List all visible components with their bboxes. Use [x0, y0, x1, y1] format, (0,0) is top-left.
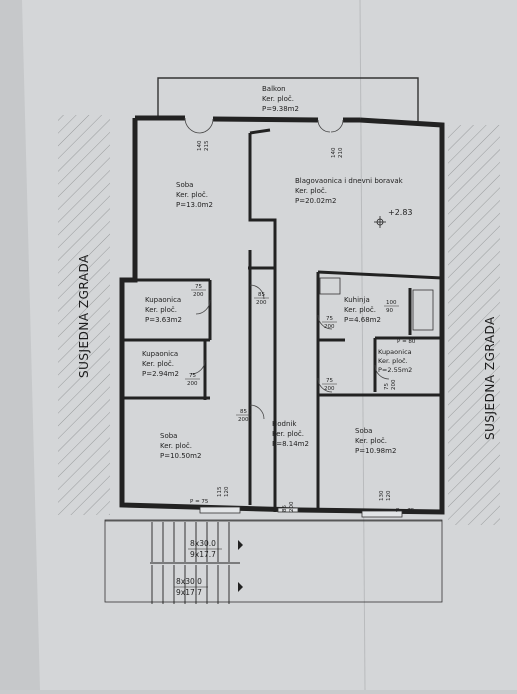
room-area: P=8.14m2	[272, 440, 309, 448]
room-floor: Ker. ploč.	[295, 187, 327, 195]
stair-steps-label: 8x30.0	[176, 577, 202, 586]
room-floor: Ker. ploč.	[262, 95, 294, 103]
door-dim: 200	[238, 417, 249, 423]
stair-labels: 8x30.0 9x17.7 8x30.0 9x17.7	[174, 539, 222, 597]
stair-arrows	[238, 540, 243, 592]
door-dim: 200	[187, 381, 198, 387]
room-name: Soba	[176, 181, 193, 189]
room-area: P=10.98m2	[355, 447, 396, 455]
room-floor: Ker. ploč.	[272, 430, 304, 438]
door-dim: 200	[324, 324, 335, 330]
door-dim: 140	[331, 147, 337, 158]
stair-steps-label: 8x30.0	[190, 539, 216, 548]
door-dim: 75	[195, 284, 202, 290]
door-dim: 130	[379, 490, 385, 501]
room-labels: Balkon Ker. ploč. P=9.38m2 Soba Ker. plo…	[142, 85, 412, 460]
room-area: P=2.94m2	[142, 370, 179, 378]
door-dim: 210	[338, 147, 344, 158]
room-floor: Ker. ploč.	[160, 442, 192, 450]
room-area: P=10.50m2	[160, 452, 201, 460]
door-dim: 200	[193, 292, 204, 298]
door-dim: 85	[240, 409, 247, 415]
room-floor: Ker. ploč.	[378, 357, 408, 365]
neighbor-hatch-right	[448, 125, 500, 525]
neighbor-hatch-left	[58, 115, 110, 515]
door-dim: 75	[326, 378, 333, 384]
door-dim: 85	[282, 505, 288, 512]
room-name: Blagovaonica i dnevni boravak	[295, 177, 404, 185]
room-area: P=9.38m2	[262, 105, 299, 113]
room-name: Kupaonica	[378, 348, 412, 356]
door-dim: 75	[189, 373, 196, 379]
door-dim: 215	[204, 140, 210, 151]
door-dim: 115	[217, 486, 223, 497]
neighbor-label-left: SUSJEDNA ZGRADA	[77, 254, 91, 378]
door-dim: 75	[326, 316, 333, 322]
door-dim: 200	[256, 300, 267, 306]
room-name: Kupaonica	[142, 350, 178, 358]
windows	[199, 506, 403, 518]
room-name: Balkon	[262, 85, 286, 93]
room-area: P=4.68m2	[344, 316, 381, 324]
stair-steps	[150, 522, 240, 604]
room-name: Soba	[160, 432, 177, 440]
door-dim: 200	[324, 386, 335, 392]
interior-walls	[122, 128, 443, 512]
elevation-label: +2.83	[388, 208, 413, 217]
paper-fold	[359, 0, 366, 691]
room-name: Soba	[355, 427, 372, 435]
room-area: P=20.02m2	[295, 197, 336, 205]
elevation-marker	[374, 216, 386, 228]
door-dim: 120	[224, 486, 230, 497]
balcony-outline	[157, 77, 419, 123]
door-dim: 85	[258, 292, 265, 298]
room-floor: Ker. ploč.	[355, 437, 387, 445]
door-dim: 75	[384, 383, 390, 390]
parapet-label: P = 75	[396, 508, 415, 514]
neighbor-label-right: SUSJEDNA ZGRADA	[483, 316, 497, 440]
door-dim: 140	[197, 140, 203, 151]
paper-sheet	[22, 0, 517, 690]
room-area: P=13.0m2	[176, 201, 213, 209]
parapet-label: P = 75	[190, 499, 209, 505]
door-swings	[184, 117, 390, 420]
room-area: P=2.55m2	[378, 366, 412, 374]
room-floor: Ker. ploč.	[344, 306, 376, 314]
staircase	[104, 519, 443, 603]
room-name: Kuhinja	[344, 296, 370, 304]
stair-rise-label: 9x17.7	[176, 588, 202, 597]
room-name: Kupaonica	[145, 296, 181, 304]
door-dim: 200	[391, 379, 397, 390]
door-dim: 120	[386, 490, 392, 501]
room-area: P=3.63m2	[145, 316, 182, 324]
stair-rise-label: 9x17.7	[190, 550, 216, 559]
door-dimensions: 140 215 140 210 75 200 85 200 75 200 85 …	[185, 140, 416, 514]
parapet-label: P = 80	[397, 339, 416, 345]
door-dim: 90	[386, 308, 393, 314]
door-dim: 100	[386, 300, 397, 306]
room-floor: Ker. ploč.	[176, 191, 208, 199]
room-floor: Ker. ploč.	[142, 360, 174, 368]
door-dim: 200	[289, 501, 295, 512]
room-floor: Ker. ploč.	[145, 306, 177, 314]
kitchen-fixtures	[319, 277, 434, 331]
room-name: Hodnik	[272, 420, 297, 428]
